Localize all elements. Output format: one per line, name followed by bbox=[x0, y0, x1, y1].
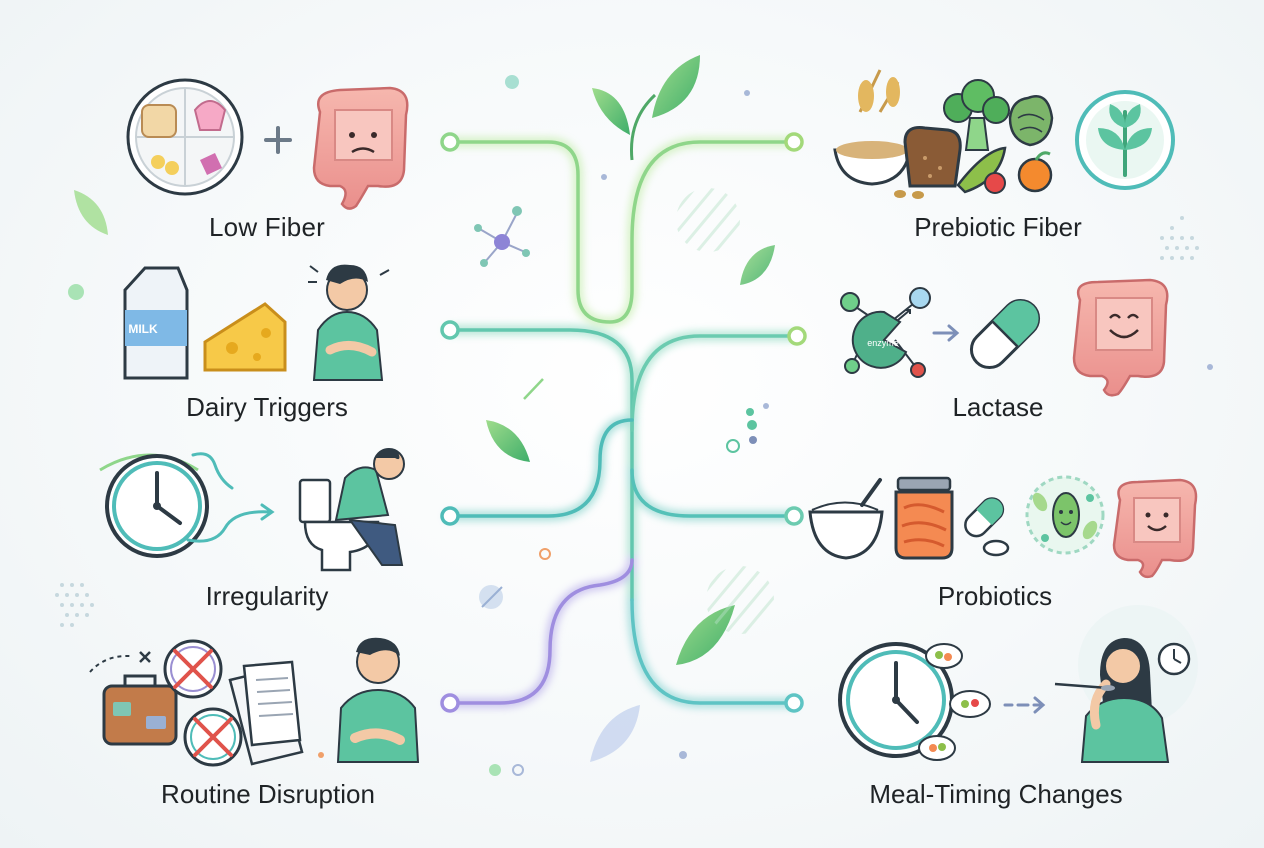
papers-icon bbox=[228, 660, 304, 766]
irregularity-label: Irregularity bbox=[206, 581, 329, 611]
capsule-icon bbox=[969, 298, 1041, 370]
branch-network bbox=[440, 132, 807, 713]
arrow-icon bbox=[932, 324, 960, 342]
hatched-circle-decoration bbox=[676, 188, 774, 634]
enzyme-text: enzyme bbox=[867, 338, 899, 348]
wavy-arrow-icon bbox=[186, 452, 275, 543]
probiotics-label: Probiotics bbox=[938, 581, 1052, 611]
dashed-path-icon bbox=[89, 651, 151, 673]
suitcase-icon bbox=[102, 674, 178, 746]
branch-to-meal-timing bbox=[630, 598, 794, 705]
bread-icon bbox=[903, 126, 962, 188]
top-sprout-icon bbox=[592, 55, 700, 161]
routine-disruption-label: Routine Disruption bbox=[161, 779, 375, 809]
fermented-jar-icon bbox=[894, 476, 954, 560]
milk-carton-text: MILK bbox=[128, 322, 158, 336]
milk-carton-icon: MILK bbox=[123, 266, 189, 380]
cancelled-clock-icon bbox=[163, 639, 243, 767]
plant-badge-icon bbox=[1075, 90, 1175, 190]
prebiotic-fiber-label: Prebiotic Fiber bbox=[914, 212, 1082, 242]
plus-icon bbox=[264, 126, 292, 154]
eating-woman-icon bbox=[1054, 605, 1198, 763]
meal-plates-icon bbox=[918, 643, 991, 761]
lactase-label: Lactase bbox=[952, 392, 1043, 422]
branch-dairy-trunk bbox=[448, 328, 634, 602]
branch-low-fiber-to-prebiotic bbox=[448, 140, 794, 324]
capsule-tablet-icon bbox=[964, 497, 1010, 557]
stomach-pain-person-icon bbox=[308, 264, 390, 381]
enzyme-icon: enzyme bbox=[840, 287, 931, 378]
yogurt-bowl-icon bbox=[808, 478, 884, 560]
molecule-icon bbox=[474, 206, 530, 267]
branch-to-probiotics bbox=[630, 468, 794, 518]
gut-icon bbox=[1112, 478, 1198, 579]
stressed-person-icon bbox=[318, 637, 420, 763]
sad-gut-icon bbox=[312, 86, 409, 210]
meal-timing-changes-label: Meal-Timing Changes bbox=[869, 779, 1122, 809]
broccoli-icon bbox=[943, 79, 1010, 151]
dairy-triggers-label: Dairy Triggers bbox=[186, 392, 348, 422]
particle-dots bbox=[68, 75, 1213, 776]
branch-to-lactase bbox=[630, 334, 798, 432]
toilet-person-icon bbox=[298, 448, 405, 572]
low-fiber-label: Low Fiber bbox=[209, 212, 325, 242]
dot-grid-decoration bbox=[55, 216, 1199, 627]
cheese-icon bbox=[203, 302, 287, 372]
clock-icon bbox=[99, 453, 209, 558]
decorative-leaf-icon bbox=[74, 190, 775, 762]
fruit-icon bbox=[894, 146, 1053, 199]
dashed-arrow-icon bbox=[1003, 696, 1046, 714]
plate-icon bbox=[126, 78, 244, 196]
artichoke-icon bbox=[1008, 95, 1054, 147]
happy-gut-icon bbox=[1072, 278, 1169, 397]
grains-icon bbox=[833, 69, 912, 186]
branch-irregularity bbox=[448, 418, 634, 518]
branch-routine-disruption bbox=[448, 558, 634, 705]
branch-endpoints bbox=[440, 132, 807, 713]
bacteria-icon bbox=[1025, 475, 1105, 555]
